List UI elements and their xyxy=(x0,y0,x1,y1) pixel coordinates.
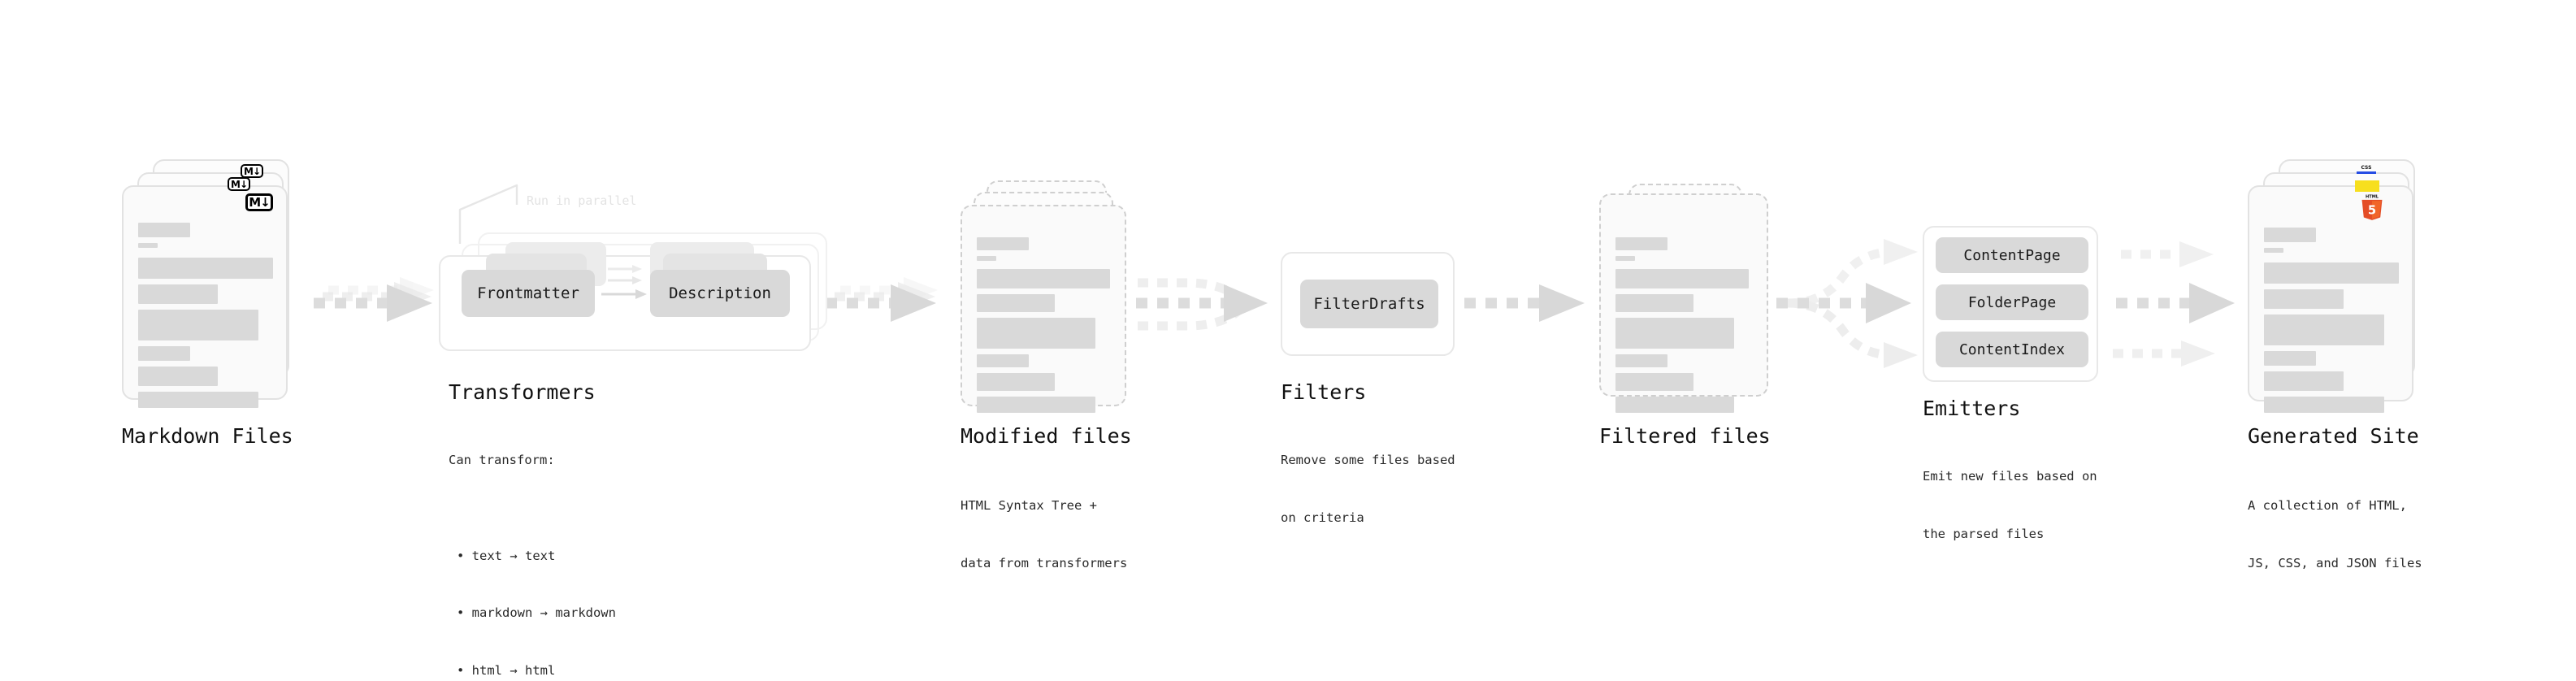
filter-chip-filterdrafts[interactable]: FilterDrafts xyxy=(1300,280,1438,328)
emitters-group: ContentPage FolderPage ContentIndex xyxy=(1923,226,2098,382)
markdown-badge: M↓ xyxy=(241,164,263,178)
emitter-chip-folderpage[interactable]: FolderPage xyxy=(1936,284,2088,320)
content-bar xyxy=(138,346,190,361)
markdown-files-title: Markdown Files xyxy=(122,424,293,448)
transformers-desc-item: markdown → markdown xyxy=(457,604,616,623)
transformer-inner-arrows xyxy=(601,265,647,299)
generated-site-description: A collection of HTML, JS, CSS, and JSON … xyxy=(2248,458,2422,611)
content-bar xyxy=(138,284,218,304)
content-bar xyxy=(977,237,1029,250)
arrow-emitters-to-generated xyxy=(2113,241,2235,367)
filters-title: Filters xyxy=(1281,380,1367,404)
content-bar xyxy=(1615,294,1693,312)
js-icon xyxy=(2355,180,2379,192)
svg-text:HTML: HTML xyxy=(2366,195,2379,200)
desc-line: data from transformers xyxy=(961,555,1128,570)
generated-site-title: Generated Site xyxy=(2248,424,2419,448)
desc-line: on criteria xyxy=(1281,510,1364,525)
arrow-transformers-to-modified xyxy=(826,277,938,322)
content-bar xyxy=(977,318,1095,349)
content-bar xyxy=(2264,289,2344,309)
filtered-card-front xyxy=(1599,193,1768,413)
content-bar xyxy=(977,397,1095,413)
html5-icon: HTML 5 xyxy=(2360,193,2384,221)
arrow-filters-to-filtered xyxy=(1464,284,1585,322)
transformer-chip-frontmatter[interactable]: Frontmatter xyxy=(462,270,595,317)
transformers-description: Can transform: text → text markdown → ma… xyxy=(449,413,616,681)
content-bar xyxy=(138,367,218,386)
content-bar xyxy=(2264,371,2344,391)
filters-group: FilterDrafts xyxy=(1281,252,1455,356)
markdown-card-front xyxy=(122,185,288,408)
modified-files-description: HTML Syntax Tree + data from transformer… xyxy=(961,458,1127,611)
css-icon: CSS xyxy=(2357,164,2376,175)
parallel-callout-line xyxy=(458,184,518,244)
modified-card-front xyxy=(961,205,1126,413)
emitters-title: Emitters xyxy=(1923,397,2021,420)
transformer-chip-description[interactable]: Description xyxy=(650,270,790,317)
desc-line: Emit new files based on xyxy=(1923,469,2097,484)
filters-description: Remove some files based on criteria xyxy=(1281,413,1455,566)
transformers-title: Transformers xyxy=(449,380,596,404)
content-bar xyxy=(2264,314,2384,345)
emitters-description: Emit new files based on the parsed files xyxy=(1923,429,2097,582)
generated-card-front xyxy=(2248,185,2413,413)
desc-line: JS, CSS, and JSON files xyxy=(2248,555,2422,570)
transformers-desc-item: text → text xyxy=(457,547,616,566)
arrow-filtered-to-emitters xyxy=(1776,239,1918,368)
desc-line: Remove some files based xyxy=(1281,453,1455,468)
arrow-modified-to-filters xyxy=(1136,278,1268,331)
modified-files-title: Modified files xyxy=(961,424,1132,448)
content-bar xyxy=(977,256,996,261)
content-bar xyxy=(977,269,1110,288)
content-bar xyxy=(138,223,190,237)
desc-line: HTML Syntax Tree + xyxy=(961,498,1097,514)
content-bar xyxy=(2264,262,2399,284)
desc-line: A collection of HTML, xyxy=(2248,498,2407,514)
svg-text:5: 5 xyxy=(2368,204,2376,218)
content-bar xyxy=(1615,397,1734,413)
css-badge-label: CSS xyxy=(2361,165,2372,171)
markdown-badge: M↓ xyxy=(228,177,250,191)
content-bar xyxy=(138,310,258,340)
content-bar xyxy=(2264,248,2283,253)
content-bar xyxy=(1615,237,1667,250)
content-bar xyxy=(138,258,273,279)
content-bar xyxy=(1615,373,1693,391)
content-bar xyxy=(2264,228,2316,242)
content-bar xyxy=(1615,269,1749,288)
content-bar xyxy=(977,294,1055,312)
content-bar xyxy=(138,243,158,248)
emitter-chip-contentindex[interactable]: ContentIndex xyxy=(1936,332,2088,367)
content-bar xyxy=(977,354,1029,367)
desc-line: the parsed files xyxy=(1923,526,2045,541)
content-bar xyxy=(1615,354,1667,367)
content-bar xyxy=(1615,256,1635,261)
transformers-desc-item: html → html xyxy=(457,661,616,681)
arrow-markdown-to-transformers xyxy=(314,277,434,322)
content-bar xyxy=(2264,397,2384,413)
transformers-desc-heading: Can transform: xyxy=(449,453,555,468)
css-badge-bar xyxy=(2357,171,2376,174)
filtered-files-title: Filtered files xyxy=(1599,424,1771,448)
markdown-badge: M↓ xyxy=(245,193,273,211)
content-bar xyxy=(2264,351,2316,366)
content-bar xyxy=(977,373,1055,391)
run-in-parallel-label: Run in parallel xyxy=(527,193,637,208)
emitter-chip-contentpage[interactable]: ContentPage xyxy=(1936,237,2088,273)
content-bar xyxy=(1615,318,1734,349)
content-bar xyxy=(138,392,258,408)
